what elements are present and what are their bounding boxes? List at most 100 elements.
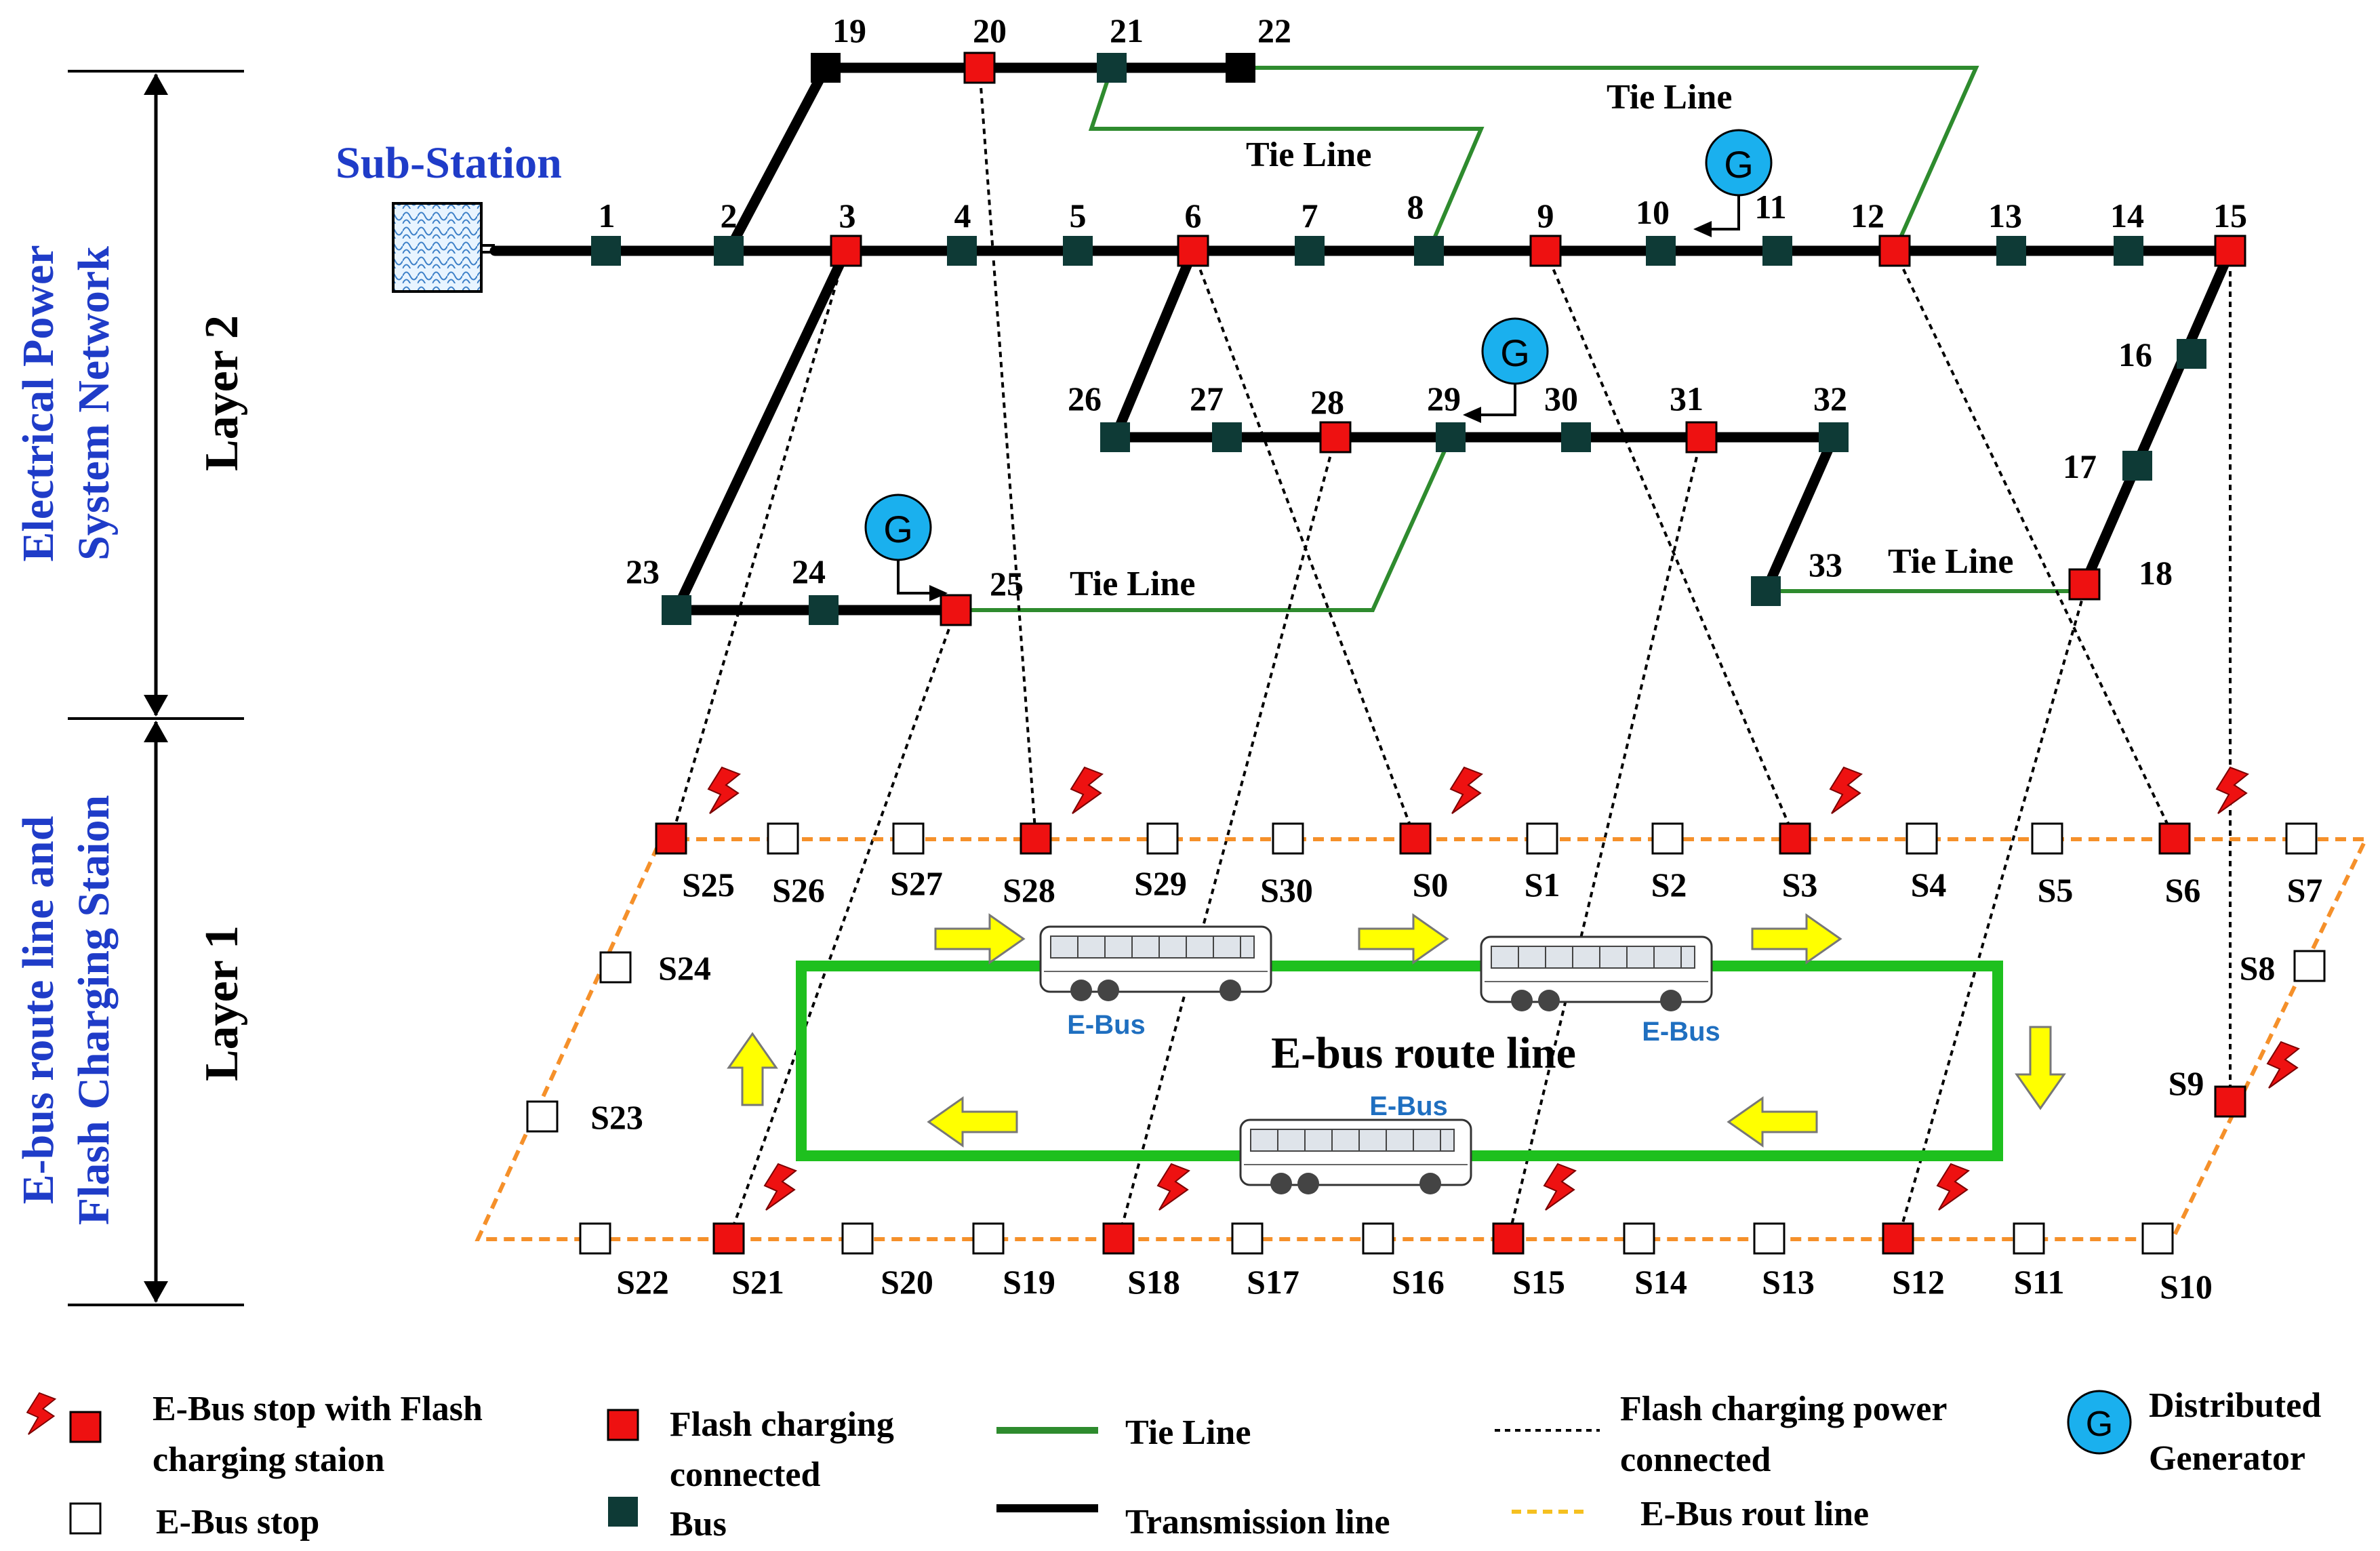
arrow-right: [1358, 913, 1449, 965]
flash-bolt-icon: [1070, 767, 1103, 814]
stop-s4: [1905, 822, 1938, 855]
generator-10: G: [1693, 129, 1773, 237]
stop-s21: [712, 1222, 745, 1255]
stop-label: S29: [1134, 864, 1187, 902]
bus-label: 13: [1988, 197, 2022, 235]
tie-lines: [956, 66, 2084, 612]
bus-node-16: [2177, 339, 2206, 369]
flash-link-20-s28: [978, 67, 1037, 840]
stop-s25: [655, 822, 687, 855]
bus-label: 21: [1110, 12, 1144, 49]
line-6-26: [1110, 245, 1198, 443]
bus-node-32: [1819, 422, 1849, 452]
stop-label: S21: [731, 1263, 784, 1301]
legend-flash-stop-swatch: [69, 1411, 102, 1443]
stop-label: S3: [1782, 866, 1818, 904]
stop-s17: [1231, 1222, 1264, 1255]
tie-line-label: Tie Line: [1607, 78, 1732, 117]
legend-flash-stop-label: charging staion: [153, 1441, 384, 1479]
bus-node-7: [1295, 236, 1325, 266]
legend-generator-label: Distributed: [2149, 1386, 2321, 1425]
stop-s10: [2141, 1222, 2174, 1255]
bus-node-15: [2214, 235, 2246, 267]
stop-s20: [841, 1222, 874, 1255]
bus-node-9: [1529, 235, 1562, 267]
stop-s6: [2158, 822, 2191, 855]
bus-node-2: [714, 236, 744, 266]
arrow-right: [1751, 913, 1842, 965]
legend-generator-symbol: G: [2086, 1405, 2113, 1444]
flash-link-3-s25: [670, 250, 847, 840]
stop-label: S22: [616, 1263, 669, 1301]
stop-label: S11: [2013, 1263, 2064, 1301]
stop-label: S14: [1634, 1263, 1687, 1301]
flash-link-25-s21: [727, 609, 957, 1240]
stop-s2: [1651, 822, 1684, 855]
bus-label: 14: [2110, 197, 2144, 235]
bus-node-10: [1646, 236, 1676, 266]
stop-s27: [892, 822, 925, 855]
bus-label: 5: [1070, 197, 1087, 235]
bus-label: 29: [1427, 380, 1461, 418]
bus-node-11: [1762, 236, 1792, 266]
bus-node-6: [1177, 235, 1209, 267]
bus-label: 23: [626, 552, 660, 590]
flash-link-6-s0: [1192, 250, 1417, 840]
generator-29: G: [1463, 317, 1549, 423]
legend-flash-connected-label: connected: [670, 1455, 820, 1494]
stop-label: S10: [2160, 1268, 2213, 1306]
flash-link-12-s6: [1893, 250, 2176, 840]
generator-symbol: G: [883, 508, 913, 550]
bus-label: 17: [2063, 447, 2097, 485]
stop-s15: [1492, 1222, 1525, 1255]
bus-node-21: [1097, 53, 1127, 83]
flash-bolt-icon: [1830, 767, 1862, 814]
bus-label: 32: [1813, 380, 1847, 418]
stop-s1: [1526, 822, 1558, 855]
ebus-icon: [1039, 925, 1272, 1003]
stop-label: S18: [1127, 1263, 1180, 1301]
bus-label: 9: [1537, 197, 1554, 235]
ebus-vehicles: E-Bus E-Bus E-Bus: [1039, 925, 1720, 1196]
legend-stop-label: E-Bus stop: [156, 1503, 319, 1542]
tie-line-label: Tie Line: [1246, 136, 1371, 174]
bus-label: 33: [1809, 546, 1842, 584]
ebus-icon: [1480, 935, 1713, 1013]
bus-node-33: [1751, 576, 1781, 606]
legend-transmission-label: Transmission line: [1125, 1503, 1390, 1542]
stop-label: S5: [2038, 871, 2074, 909]
bus-labels: 1 2 3 4 5 6 7 8 9 10 11 12 13 14 15 16 1…: [599, 12, 2248, 603]
flash-bolt-icon: [2267, 1041, 2299, 1089]
flash-bolt-icon: [1937, 1163, 1969, 1211]
stop-label: S25: [682, 866, 735, 904]
legend-flash-connected-swatch: [607, 1409, 639, 1441]
bus-label: 27: [1190, 380, 1224, 418]
bus-label: 1: [599, 197, 616, 235]
transmission-lines: [489, 62, 2236, 616]
stop-s26: [767, 822, 799, 855]
generator-icon: [1481, 317, 1549, 385]
bus-label: 6: [1185, 197, 1202, 235]
bus-node-30: [1561, 422, 1591, 452]
epsn-label-line2: System Network: [69, 246, 119, 561]
bus-label: 8: [1407, 188, 1424, 226]
flash-bolt-icon: [2216, 767, 2248, 814]
flash-bolt-icon: [1157, 1163, 1190, 1211]
bus-node-14: [2114, 236, 2143, 266]
ebus-icon: [1239, 1119, 1472, 1196]
bus-label: 19: [832, 12, 866, 49]
tie-line-22-12: [1241, 66, 1979, 252]
stop-label: S23: [590, 1098, 643, 1136]
stop-s28: [1020, 822, 1052, 855]
epsn-label-line1: Electrical Power: [14, 245, 63, 561]
line-32-33: [1760, 432, 1839, 597]
bus-node-12: [1878, 235, 1911, 267]
bus-node-19: [811, 53, 841, 83]
line-2-19: [723, 62, 831, 256]
stop-label: S2: [1651, 866, 1687, 904]
substation: Sub-Station: [336, 138, 562, 293]
substation-label: Sub-Station: [336, 138, 562, 188]
stop-s8: [2293, 950, 2326, 982]
bus-node-28: [1319, 421, 1352, 454]
generator-symbol: G: [1724, 143, 1754, 186]
